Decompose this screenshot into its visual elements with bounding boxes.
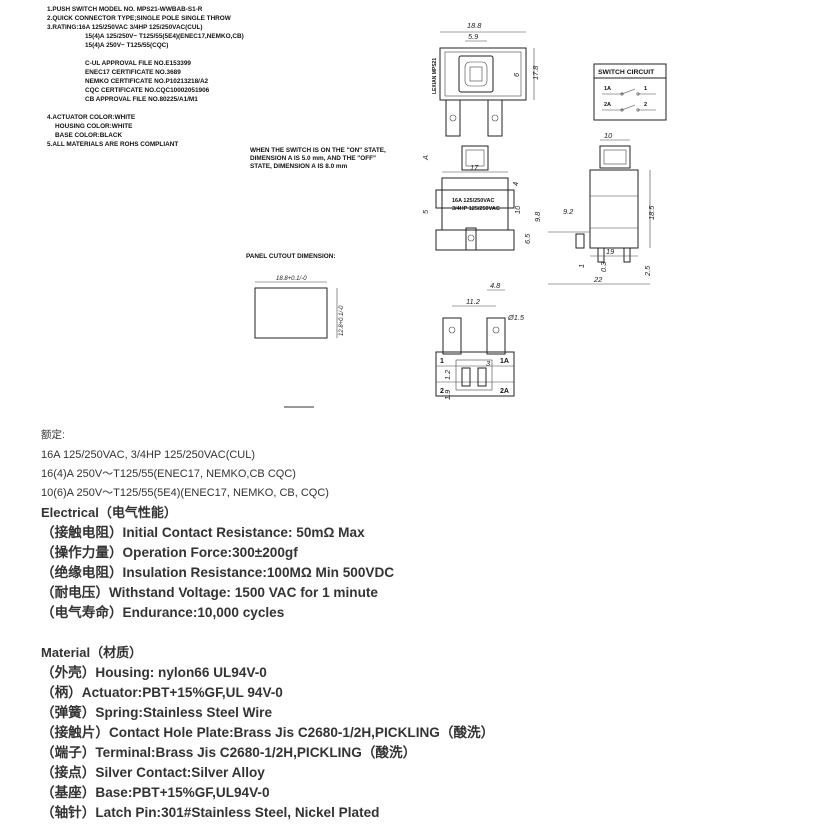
- material-item: （端子）Terminal:Brass Jis C2680-1/2H,PICKLI…: [41, 745, 417, 760]
- dim-front-4: 4: [511, 182, 520, 186]
- dim-bottom-4-8: 4.8: [490, 281, 501, 290]
- dim-top-height: 17.8: [531, 65, 540, 80]
- side-view: 10 9.2 18.5 1 0.3 2.5 19 22: [548, 131, 656, 285]
- terminal-label: 2A: [500, 388, 509, 395]
- dim-front-9-8: 9.8: [533, 211, 542, 222]
- dim-bottom-1-2: 1.2: [443, 370, 452, 380]
- dim-side-width: 10: [604, 131, 613, 140]
- dim-front-5: 5: [421, 209, 430, 214]
- spec-line: 1.PUSH SWITCH MODEL NO. MPS21-WWBAB-S1-R: [47, 6, 203, 13]
- material-note: 5.ALL MATERIALS ARE ROHS COMPLIANT: [47, 141, 178, 148]
- material-note: HOUSING COLOR:WHITE: [55, 123, 133, 130]
- dim-bottom-hole: Ø1.5: [507, 313, 525, 322]
- switch-state-note: WHEN THE SWITCH IS ON THE "ON" STATE,: [250, 147, 386, 154]
- dim-cutout-width: 18.8+0.1/-0: [276, 276, 307, 282]
- dim-front-width: 17: [470, 163, 479, 172]
- spec-text: 额定: 16A 125/250VAC, 3/4HP 125/250VAC(CUL…: [41, 428, 801, 823]
- terminal-label: 2: [440, 388, 444, 395]
- material-item: （基座）Base:PBT+15%GF,UL94V-0: [41, 785, 270, 800]
- electrical-item: （绝缘电阻）Insulation Resistance:100MΩ Min 50…: [41, 565, 395, 580]
- dim-side-18-5: 18.5: [647, 205, 656, 220]
- dim-bottom-1-9: 1.9: [443, 390, 452, 400]
- material-note: 4.ACTUATOR COLOR:WHITE: [47, 114, 136, 121]
- dim-front-6-5: 6.5: [523, 233, 532, 244]
- material-note: BASE COLOR:BLACK: [55, 132, 122, 139]
- circuit-label: 2A: [604, 102, 611, 108]
- dim-front-10: 10: [513, 205, 522, 214]
- dim-side-22: 22: [593, 275, 602, 284]
- section-gap: [41, 623, 801, 643]
- terminal-label: 1: [440, 358, 444, 365]
- dim-top-inner: 5.9: [468, 32, 478, 41]
- label-line: 3/4HP 125/250VAC: [452, 206, 500, 212]
- circuit-label: 2: [644, 102, 647, 108]
- spec-line: 15(4)A 125/250V~ T125/55(5E4)(ENEC17,NEM…: [85, 33, 244, 40]
- approval-line: CQC CERTIFICATE NO.CQC10002051906: [85, 87, 210, 94]
- dim-side-19: 19: [606, 247, 614, 256]
- electrical-item: （耐电压）Withstand Voltage: 1500 VAC for 1 m…: [41, 585, 378, 600]
- label-line: 16A 125/250VAC: [452, 198, 495, 204]
- top-view: LEXIAN MPS21 18.8 5.9 17.8 6: [432, 21, 540, 137]
- material-title: Material（材质）: [41, 645, 143, 660]
- dim-side-2-5: 2.5: [643, 265, 652, 277]
- approval-line: CB APPROVAL FILE NO.80225/A1/M1: [85, 96, 198, 103]
- switch-state-note: STATE, DIMENSION A IS 8.0 mm: [250, 163, 348, 170]
- spec-notes: 1.PUSH SWITCH MODEL NO. MPS21-WWBAB-S1-R…: [47, 6, 386, 260]
- dim-side-0-3: 0.3: [599, 261, 608, 272]
- material-item: （接触片）Contact Hole Plate:Brass Jis C2680-…: [41, 725, 495, 740]
- spec-line: 2.QUICK CONNECTOR TYPE;SINGLE POLE SINGL…: [47, 15, 232, 22]
- ratings-title: 额定:: [41, 429, 65, 441]
- switch-circuit-title: SWITCH CIRCUIT: [598, 69, 655, 76]
- material-item: （外壳）Housing: nylon66 UL94V-0: [41, 665, 267, 680]
- dim-front-a: A: [421, 155, 430, 161]
- approval-line: NEMKO CERTIFICATE NO.P10213218/A2: [85, 78, 209, 85]
- technical-drawing: 1.PUSH SWITCH MODEL NO. MPS21-WWBAB-S1-R…: [47, 6, 667, 408]
- switch-circuit: SWITCH CIRCUIT 1A 1 2A 2: [593, 63, 667, 121]
- material-item: （轴针）Latch Pin:301#Stainless Steel, Nicke…: [41, 805, 380, 820]
- rating-line: 16(4)A 250V～T125/55(ENEC17, NEMKO,CB CQC…: [41, 468, 296, 480]
- front-view: 16A 125/250VAC 3/4HP 125/250VAC 17 A 4 5…: [421, 145, 542, 251]
- rating-line: 10(6)A 250V～T125/55(5E4)(ENEC17, NEMKO, …: [41, 487, 329, 499]
- spec-line: 15(4)A 250V~ T125/55(CQC): [85, 42, 168, 49]
- electrical-item: （操作力量）Operation Force:300±200gf: [41, 545, 298, 560]
- approval-line: ENEC17 CERTIFICATE NO.3689: [85, 69, 181, 76]
- bottom-view: 1 1A 2 2A 4.8 11.2 Ø1.5 3 1.2 1.9: [435, 281, 525, 400]
- material-item: （接点）Silver Contact:Silver Alloy: [41, 765, 265, 780]
- dim-side-9-2: 9.2: [563, 207, 573, 216]
- dim-bottom-3: 3: [486, 359, 491, 368]
- dim-cutout-height: 12.8+0.1/-0: [339, 305, 345, 336]
- panel-cutout-label: PANEL CUTOUT DIMENSION:: [246, 253, 335, 260]
- panel-cutout: 18.8+0.1/-0 12.8+0.1/-0: [254, 276, 345, 339]
- brand-mark: LEXIAN MPS21: [432, 58, 438, 94]
- dim-top-small: 6: [512, 72, 521, 77]
- rating-line: 16A 125/250VAC, 3/4HP 125/250VAC(CUL): [41, 449, 256, 461]
- material-item: （柄）Actuator:PBT+15%GF,UL 94V-0: [41, 685, 283, 700]
- spec-line: 3.RATING:16A 125/250VAC 3/4HP 125/250VAC…: [47, 24, 203, 31]
- circuit-label: 1: [644, 86, 647, 92]
- electrical-item: （接触电阻）Initial Contact Resistance: 50mΩ M…: [41, 525, 365, 540]
- dim-bottom-11-2: 11.2: [466, 297, 480, 306]
- material-item: （弹簧）Spring:Stainless Steel Wire: [41, 705, 273, 720]
- electrical-item: （电气寿命）Endurance:10,000 cycles: [41, 605, 285, 620]
- circuit-label: 1A: [604, 86, 611, 92]
- electrical-title: Electrical（电气性能）: [41, 505, 177, 520]
- dim-top-width: 18.8: [467, 21, 482, 30]
- dim-side-1: 1: [577, 264, 586, 268]
- terminal-label: 1A: [500, 358, 509, 365]
- approval-line: C-UL APPROVAL FILE NO.E153399: [85, 60, 191, 67]
- switch-state-note: DIMENSION A IS 5.0 mm, AND THE "OFF": [250, 155, 376, 162]
